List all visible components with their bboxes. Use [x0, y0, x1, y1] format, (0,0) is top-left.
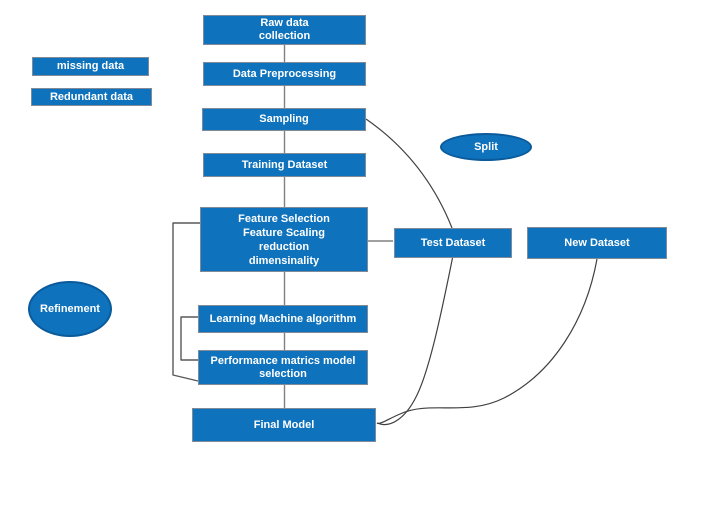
feedback-loop-feature-performance [172, 222, 200, 382]
node-learning-machine-algorithm[interactable]: Learning Machine algorithm [198, 305, 368, 333]
feedback-loop-learning-performance [180, 316, 198, 361]
node-final-model[interactable]: Final Model [192, 408, 376, 442]
node-performance-metrics-selection[interactable]: Performance matrics model selection [198, 350, 368, 385]
node-refinement[interactable]: Refinement [28, 281, 112, 337]
node-missing-data[interactable]: missing data [32, 57, 149, 76]
curve-new-dataset-to-final-model [376, 258, 598, 424]
node-sampling[interactable]: Sampling [202, 108, 366, 131]
curve-test-dataset-to-final-model [376, 257, 454, 426]
curve-sampling-to-test-dataset [365, 118, 453, 229]
node-data-preprocessing[interactable]: Data Preprocessing [203, 62, 366, 86]
node-new-dataset[interactable]: New Dataset [527, 227, 667, 259]
node-raw-data-collection[interactable]: Raw data collection [203, 15, 366, 45]
node-training-dataset[interactable]: Training Dataset [203, 153, 366, 177]
node-feature-engineering[interactable]: Feature Selection Feature Scaling reduct… [200, 207, 368, 272]
node-redundant-data[interactable]: Redundant data [31, 88, 152, 106]
node-test-dataset[interactable]: Test Dataset [394, 228, 512, 258]
node-split[interactable]: Split [440, 133, 532, 161]
